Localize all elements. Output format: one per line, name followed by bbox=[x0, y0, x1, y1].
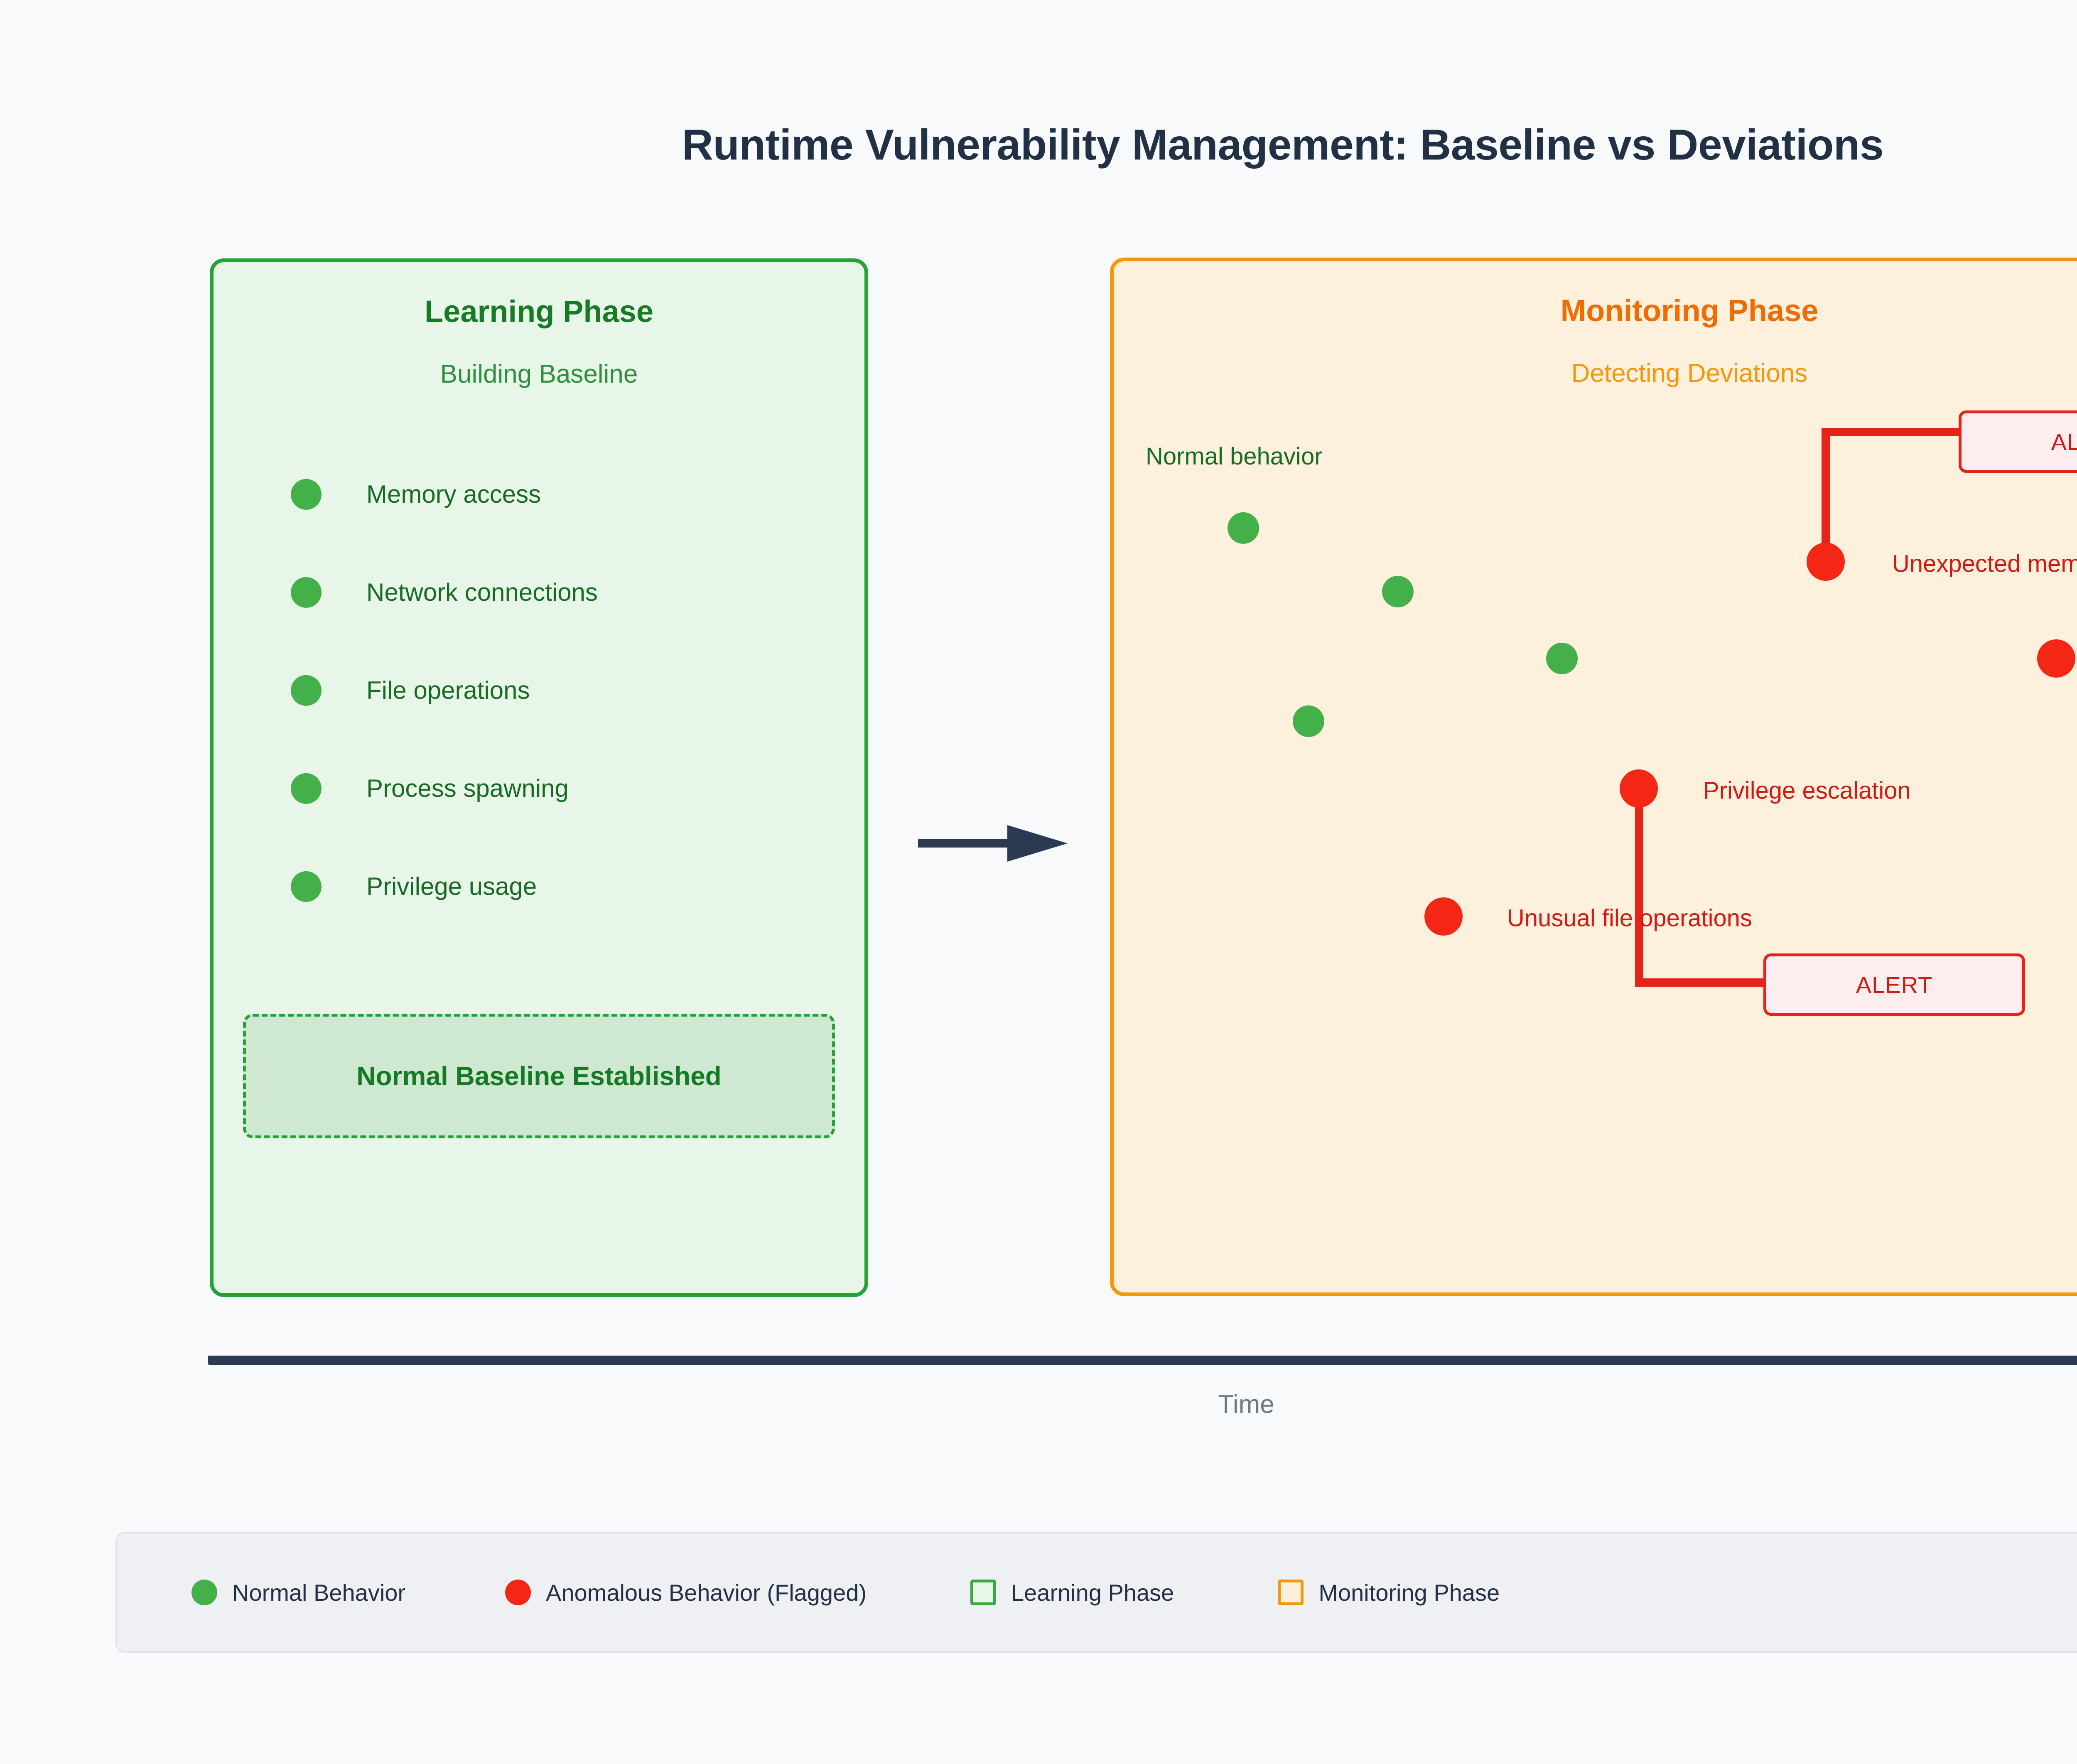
anomaly-label: Unexpected memory access bbox=[1892, 550, 2077, 577]
green-dot-icon bbox=[291, 577, 322, 608]
anomaly-label: Privilege escalation bbox=[1703, 777, 1911, 804]
monitoring-phase-title: Monitoring Phase bbox=[1560, 293, 1819, 328]
legend-item-anomalous-behavior: Anomalous Behavior (Flagged) bbox=[505, 1579, 867, 1606]
alert-connector-horizontal bbox=[1635, 978, 1768, 987]
anomaly-point-suspicious-network-traffic bbox=[2037, 639, 2075, 678]
alert-connector-horizontal bbox=[1822, 428, 1965, 436]
baseline-established-label: Normal Baseline Established bbox=[356, 1061, 722, 1091]
green-square-icon bbox=[970, 1580, 997, 1605]
alert-connector-vertical bbox=[1635, 785, 1643, 987]
normal-behavior-point bbox=[1228, 512, 1259, 544]
learning-phase-subtitle: Building Baseline bbox=[440, 360, 638, 388]
learning-phase-title: Learning Phase bbox=[424, 294, 654, 329]
baseline-activity-list: Memory access Network connections File o… bbox=[291, 466, 789, 956]
anomaly-label: Unusual file operations bbox=[1507, 904, 1753, 932]
anomaly-point-privilege-escalation bbox=[1620, 769, 1658, 808]
list-item: Network connections bbox=[291, 564, 789, 662]
legend-item-label: Normal Behavior bbox=[232, 1579, 406, 1606]
legend-item-normal-behavior: Normal Behavior bbox=[191, 1579, 405, 1606]
green-dot-icon bbox=[291, 773, 322, 804]
green-dot-icon bbox=[191, 1580, 217, 1605]
page-title: Runtime Vulnerability Management: Baseli… bbox=[682, 121, 1884, 169]
arrow-right-icon bbox=[918, 825, 1068, 862]
legend-item-label: Anomalous Behavior (Flagged) bbox=[546, 1579, 867, 1606]
timeline-axis-label: Time bbox=[1218, 1390, 1274, 1419]
anomaly-point-unexpected-memory-access bbox=[1807, 543, 1845, 581]
legend-item-learning-phase: Learning Phase bbox=[970, 1579, 1174, 1606]
list-item-label: Privilege usage bbox=[366, 872, 537, 900]
learning-phase-panel: Learning Phase Building Baseline Memory … bbox=[210, 258, 868, 1297]
list-item-label: Network connections bbox=[366, 578, 598, 606]
normal-behavior-point bbox=[1293, 705, 1324, 737]
green-dot-icon bbox=[291, 675, 322, 706]
green-dot-icon bbox=[291, 479, 322, 510]
list-item: File operations bbox=[291, 662, 789, 760]
normal-behavior-label: Normal behavior bbox=[1146, 443, 1323, 470]
list-item: Memory access bbox=[291, 466, 789, 564]
green-dot-icon bbox=[291, 871, 322, 902]
red-dot-icon bbox=[505, 1580, 531, 1605]
list-item-label: File operations bbox=[366, 676, 530, 704]
list-item-label: Process spawning bbox=[366, 774, 569, 802]
legend: Normal Behavior Anomalous Behavior (Flag… bbox=[115, 1532, 2077, 1653]
orange-square-icon bbox=[1278, 1580, 1304, 1605]
anomaly-point-unusual-file-operations bbox=[1424, 897, 1463, 936]
normal-behavior-point bbox=[1546, 643, 1578, 674]
legend-item-label: Monitoring Phase bbox=[1318, 1579, 1500, 1606]
legend-item-monitoring-phase: Monitoring Phase bbox=[1278, 1579, 1500, 1606]
normal-behavior-point bbox=[1382, 576, 1414, 607]
timeline-axis bbox=[208, 1356, 2077, 1365]
list-item: Privilege usage bbox=[291, 858, 789, 956]
list-item: Process spawning bbox=[291, 760, 789, 858]
baseline-established-badge: Normal Baseline Established bbox=[243, 1014, 835, 1138]
legend-item-label: Learning Phase bbox=[1011, 1579, 1174, 1606]
monitoring-phase-subtitle: Detecting Deviations bbox=[1571, 359, 1808, 388]
alert-badge[interactable]: ALERT bbox=[1959, 410, 2077, 473]
list-item-label: Memory access bbox=[366, 480, 541, 508]
alert-connector-vertical bbox=[1822, 428, 1830, 565]
monitoring-phase-panel: Monitoring Phase Detecting Deviations bbox=[1110, 258, 2077, 1296]
alert-badge[interactable]: ALERT bbox=[1763, 953, 2025, 1016]
